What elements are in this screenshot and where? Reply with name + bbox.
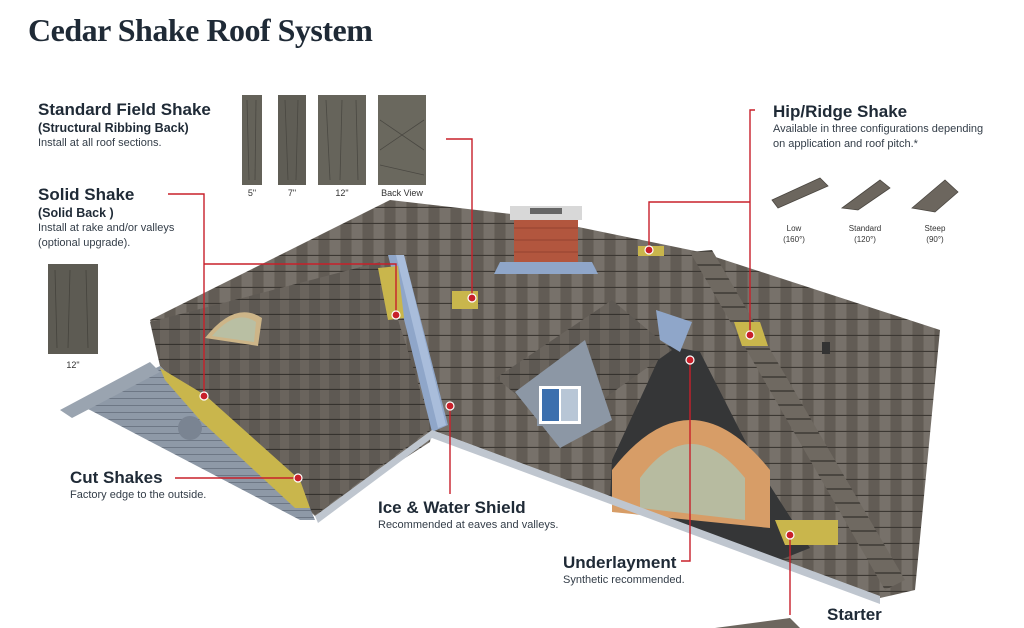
hip-ridge-description-1: Available in three configurations depend… xyxy=(773,123,984,135)
gable-siding xyxy=(78,366,315,520)
ridge-steep-angle: (90°) xyxy=(926,235,944,244)
page-title: Cedar Shake Roof System xyxy=(28,12,373,48)
gable-vent xyxy=(178,416,202,440)
standard-field-heading: Standard Field Shake xyxy=(38,100,211,119)
callout-solid-shake: Solid Shake (Solid Back ) Install at rak… xyxy=(38,185,174,251)
underlayment-description: Synthetic recommended. xyxy=(563,574,685,586)
ridge-standard-angle: (120°) xyxy=(854,235,876,244)
callout-underlayment: Underlayment Synthetic recommended. xyxy=(563,553,685,588)
hip-ridge-description-2: on application and roof pitch.* xyxy=(773,138,918,150)
eave-trim xyxy=(432,430,880,604)
ridge-samples xyxy=(771,177,959,213)
solid-description-1: Install at rake and/or valleys xyxy=(38,222,175,234)
sample-caption-back-view: Back View xyxy=(381,188,423,198)
shake-samples xyxy=(242,95,426,185)
starter-strip xyxy=(715,618,800,628)
ridge-standard-caption: Standard (120°) xyxy=(842,223,888,245)
ridge-steep-name: Steep xyxy=(924,224,946,233)
cut-description: Factory edge to the outside. xyxy=(70,489,207,501)
solid-heading: Solid Shake xyxy=(38,185,135,204)
sample-caption-12: 12" xyxy=(335,188,349,198)
ridge-standard-name: Standard xyxy=(848,224,882,233)
ridge-low-angle: (160°) xyxy=(783,235,805,244)
leader-lines xyxy=(168,109,791,615)
chimney xyxy=(514,214,578,262)
solid-subheading: (Solid Back ) xyxy=(38,206,114,220)
underlayment-heading: Underlayment xyxy=(563,553,677,572)
callout-starter: Starter xyxy=(827,605,882,625)
standard-field-description: Install at all roof sections. xyxy=(38,137,162,149)
solid-sample-caption: 12" xyxy=(66,360,80,370)
ridge-steep-caption: Steep (90°) xyxy=(915,223,955,245)
ice-water-heading: Ice & Water Shield xyxy=(378,498,526,517)
ridge-low-caption: Low (160°) xyxy=(774,223,814,245)
callout-ice-water-shield: Ice & Water Shield Recommended at eaves … xyxy=(378,498,558,533)
callout-cut-shakes: Cut Shakes Factory edge to the outside. xyxy=(70,468,206,503)
solid-description-2: (optional upgrade). xyxy=(38,237,131,249)
ice-water-description: Recommended at eaves and valleys. xyxy=(378,519,559,531)
hip-ridge-heading: Hip/Ridge Shake xyxy=(773,102,908,121)
starter-heading: Starter xyxy=(827,605,882,624)
standard-field-subheading: (Structural Ribbing Back) xyxy=(38,121,189,135)
callout-hip-ridge-shake: Hip/Ridge Shake Available in three confi… xyxy=(773,102,983,152)
cut-heading: Cut Shakes xyxy=(70,468,163,487)
leader-dots xyxy=(199,245,795,540)
sample-caption-7: 7" xyxy=(287,188,297,198)
ridge-low-name: Low xyxy=(786,224,802,233)
sample-caption-5: 5" xyxy=(247,188,257,198)
callout-standard-field-shake: Standard Field Shake (Structural Ribbing… xyxy=(38,100,211,151)
